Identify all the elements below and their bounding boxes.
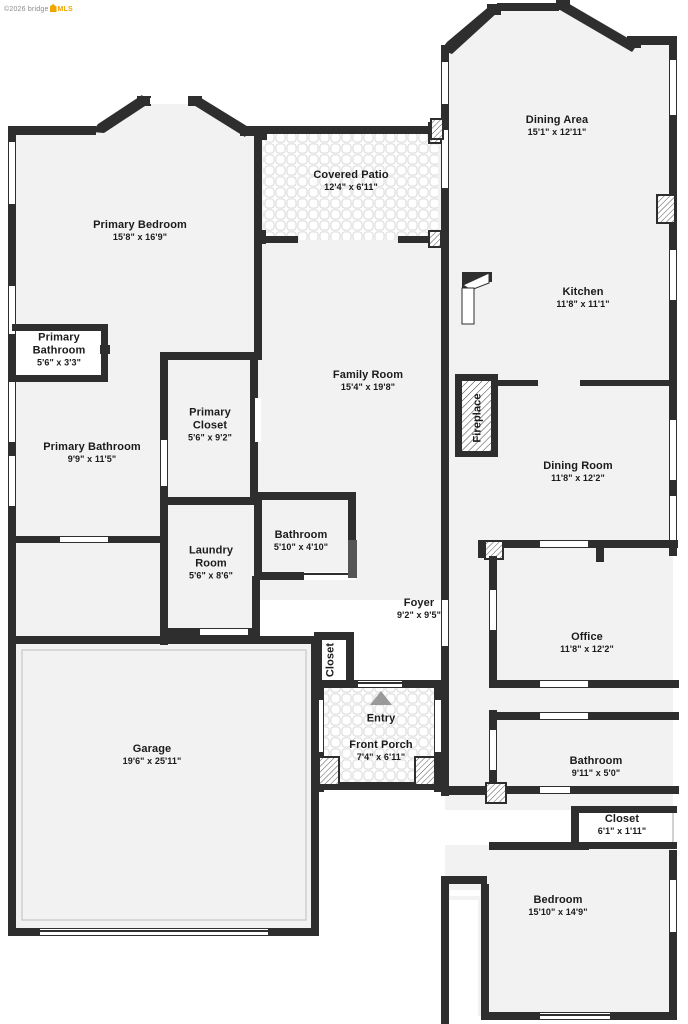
entry-direction-arrow-icon: [370, 691, 392, 705]
covered-patio-surface: [263, 133, 438, 240]
watermark-text: ©2026 bridge: [4, 6, 49, 13]
watermark: ©2026 bridge MLS: [4, 4, 73, 13]
walls: [8, 0, 679, 1024]
mls-logo-icon: [49, 4, 57, 12]
watermark-brand: MLS: [57, 6, 73, 13]
